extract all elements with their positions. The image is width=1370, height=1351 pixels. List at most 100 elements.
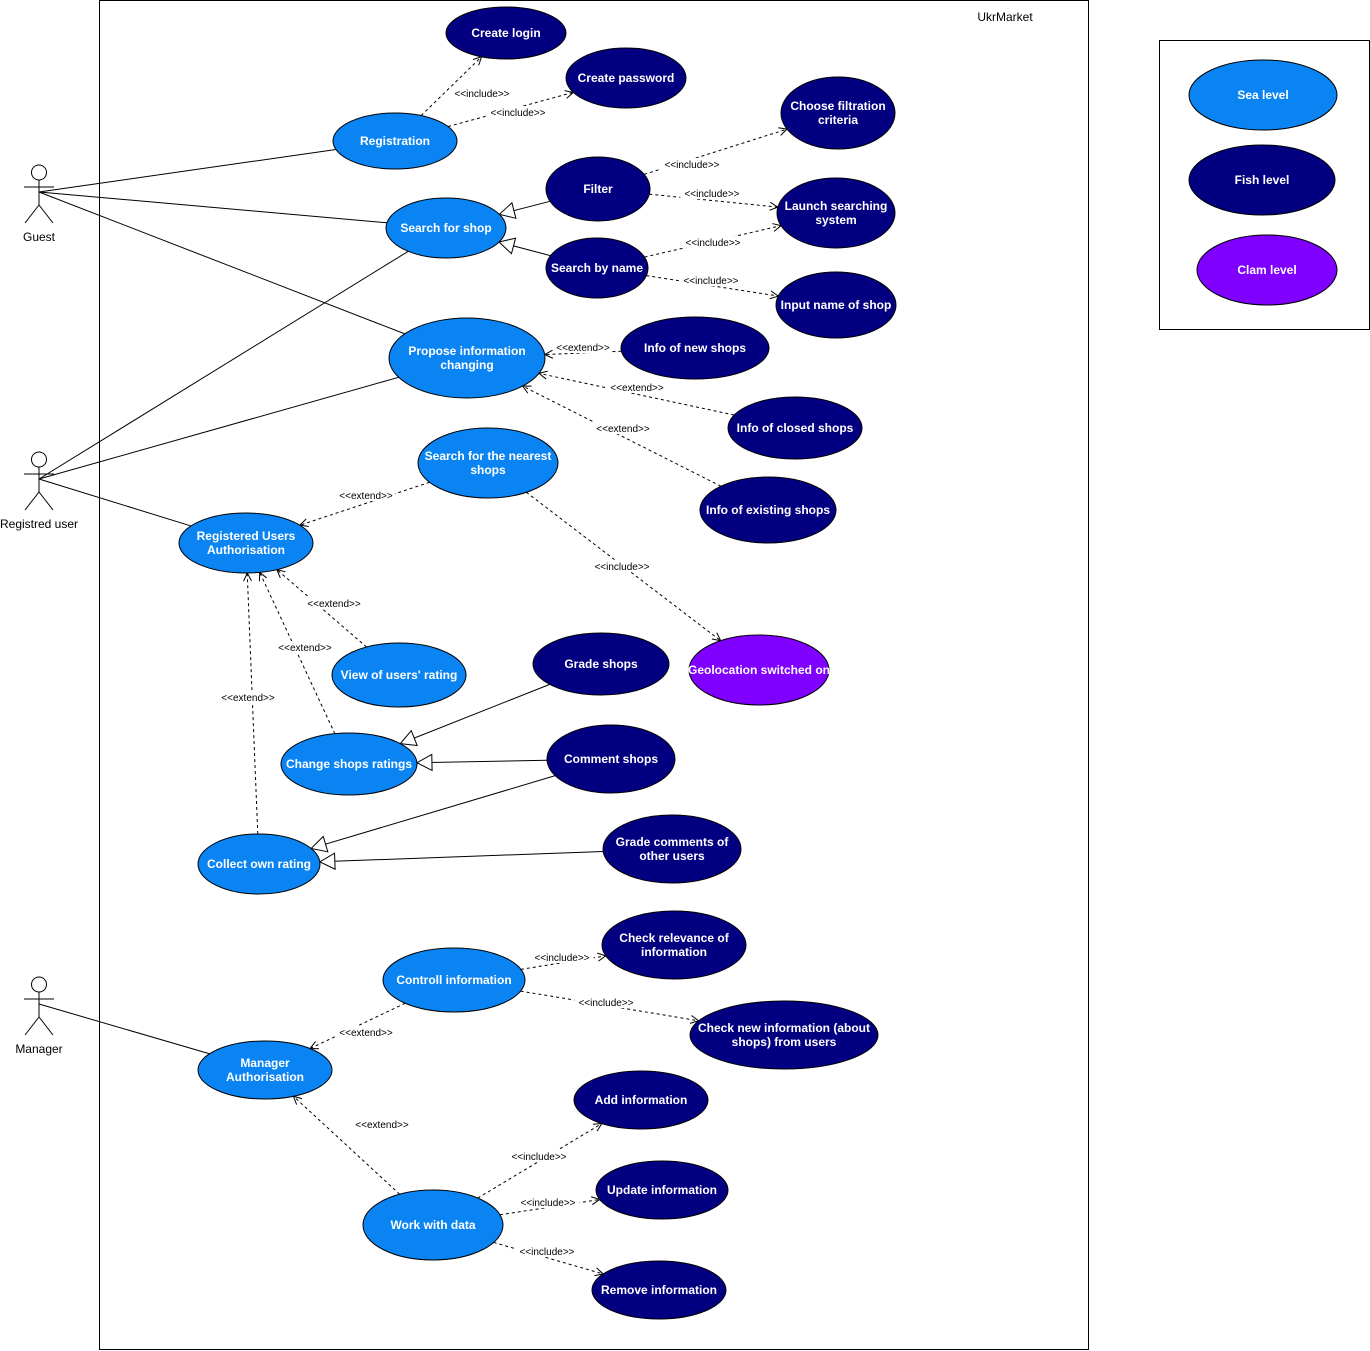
use-case-label: Info of existing shops	[706, 503, 830, 517]
use-case-shape	[178, 512, 314, 574]
use-case-label: Info of closed shops	[737, 421, 854, 435]
use-case-shape	[775, 271, 897, 339]
association-registered-propose_info	[38, 376, 399, 480]
use-case-shape	[591, 1260, 727, 1320]
association-registered-reg_auth	[38, 478, 192, 527]
use-case-label: Work with data	[390, 1218, 475, 1232]
use-case-info-new[interactable]: Info of new shops	[620, 316, 770, 380]
dependency-label: <<include>>	[520, 1198, 575, 1209]
dependency-label: <<extend>>	[610, 383, 664, 394]
dependency-label: <<include>>	[578, 998, 633, 1009]
dependency-label: <<include>>	[519, 1247, 574, 1258]
use-case-create-login[interactable]: Create login	[445, 6, 567, 60]
dependency-label-bg	[219, 691, 277, 703]
dependency-label-bg	[680, 187, 744, 199]
use-case-label: Search for shop	[400, 221, 491, 235]
use-case-create-password[interactable]: Create password	[565, 47, 687, 109]
dependency-label-bg	[679, 274, 743, 286]
use-case-grade-shops[interactable]: Grade shops	[532, 632, 670, 696]
generalization-comment_shops-collect_rating	[310, 775, 556, 853]
use-case-label: Grade shops	[564, 657, 638, 671]
use-case-input-name[interactable]: Input name of shop	[775, 271, 897, 339]
use-case-remove-info[interactable]: Remove information	[591, 1260, 727, 1320]
dependency-label: <<include>>	[534, 953, 589, 964]
use-case-comment-shops[interactable]: Comment shops	[546, 724, 676, 794]
dependency-label-bg	[660, 158, 724, 170]
dependency-label-bg	[337, 1026, 395, 1038]
use-case-shape	[689, 1000, 879, 1070]
dependency-label: <<extend>>	[556, 343, 610, 354]
system-boundary	[99, 0, 1089, 1350]
use-case-shape	[1196, 234, 1338, 306]
use-case-shape	[332, 112, 458, 170]
actor-name: Registred user	[0, 517, 78, 531]
use-case-label: Geolocation switched on	[688, 663, 830, 677]
use-case-shape	[382, 947, 526, 1013]
dependency-label: <<include>>	[594, 562, 649, 573]
dependency-label: <<extend>>	[278, 643, 332, 654]
use-case-label: Comment shops	[564, 752, 658, 766]
use-case-shape	[546, 724, 676, 794]
dependency-label-bg	[681, 236, 745, 248]
use-case-filter[interactable]: Filter	[545, 156, 651, 222]
use-case-view-rating[interactable]: View of users' rating	[331, 642, 467, 708]
system-title: UkrMarket	[977, 10, 1033, 24]
legend-sea-level[interactable]: Sea level	[1188, 59, 1338, 131]
use-case-add-info[interactable]: Add information	[573, 1070, 709, 1130]
connections	[38, 57, 787, 1274]
dependency-label-bg	[590, 560, 654, 572]
use-case-shape	[331, 642, 467, 708]
use-case-label: Fish level	[1235, 173, 1290, 187]
association-registered-search_shop	[38, 250, 409, 480]
use-case-label: Controll information	[396, 973, 511, 987]
use-case-control-info[interactable]: Controll information	[382, 947, 526, 1013]
use-case-update-info[interactable]: Update information	[595, 1160, 729, 1220]
use-case-shape	[280, 732, 418, 796]
dependency-label-bg	[337, 489, 395, 501]
use-case-geolocation[interactable]: Geolocation switched on	[688, 634, 830, 706]
actor-manager[interactable]: Manager	[15, 976, 63, 1056]
use-case-shape	[417, 427, 559, 499]
use-case-search-name[interactable]: Search by name	[545, 237, 649, 299]
actor-right-leg	[38, 204, 54, 224]
dependency-collect_rating-reg_auth	[247, 573, 259, 835]
use-case-change-ratings[interactable]: Change shops ratings	[280, 732, 418, 796]
dependency-label-bg	[594, 422, 652, 434]
use-case-collect-rating[interactable]: Collect own rating	[197, 833, 321, 895]
use-case-work-data[interactable]: Work with data	[362, 1189, 504, 1261]
use-case-registration[interactable]: Registration	[332, 112, 458, 170]
use-case-info-closed[interactable]: Info of closed shops	[727, 396, 863, 460]
actor-left-leg	[24, 204, 40, 224]
use-case-label: Collect own rating	[207, 857, 311, 871]
dependency-label-bg	[530, 951, 594, 963]
legend-clam-level[interactable]: Clam level	[1196, 234, 1338, 306]
actor-left-leg	[24, 1016, 40, 1036]
legend-fish-level[interactable]: Fish level	[1188, 144, 1336, 216]
use-case-search-shop[interactable]: Search for shop	[385, 197, 507, 259]
dependency-label-bg	[516, 1196, 580, 1208]
actor-guest[interactable]: Guest	[23, 164, 56, 244]
association-guest-registration	[38, 148, 336, 193]
use-case-label: Add information	[595, 1093, 688, 1107]
dependency-label: <<extend>>	[355, 1120, 409, 1131]
actor-name: Manager	[15, 1042, 62, 1056]
dependency-label: <<include>>	[685, 238, 740, 249]
use-case-info-existing[interactable]: Info of existing shops	[699, 476, 837, 544]
actor-registered[interactable]: Registred user	[0, 451, 78, 531]
